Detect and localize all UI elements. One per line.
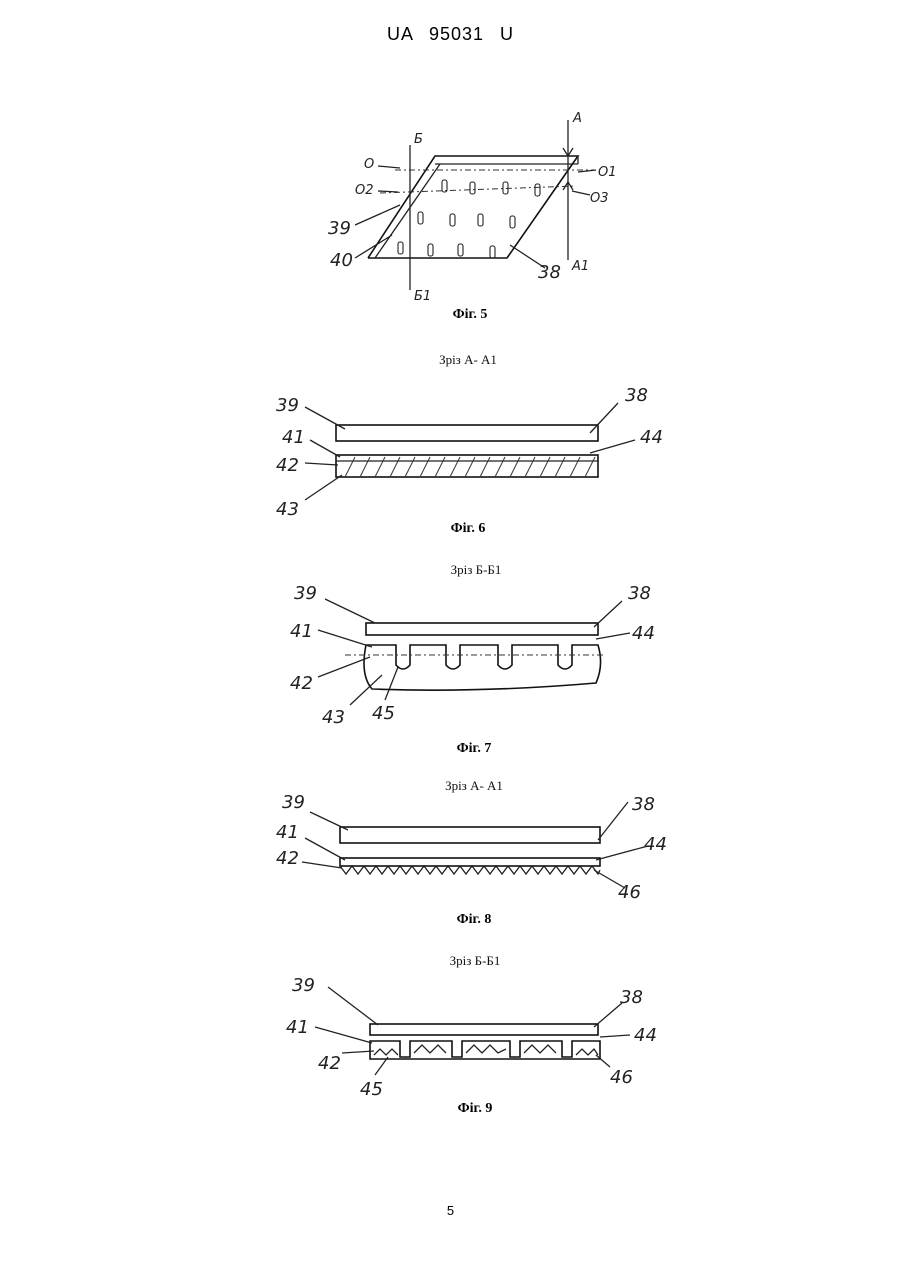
label-o3: О3	[590, 191, 609, 206]
label-41: 41	[286, 1017, 309, 1038]
label-42: 42	[276, 848, 299, 869]
label-45: 45	[372, 703, 395, 724]
label-44: 44	[640, 427, 663, 448]
figure-7: Зріз Б-Б1 39 38 41 44 42 43 45 Фіг. 7	[0, 555, 901, 765]
section-title: Зріз Б-Б1	[450, 953, 501, 968]
figure-5-drawing: Б Б1 А А1 О О1 О2 О3 39 40 38 Фіг. 5	[0, 0, 901, 330]
figure-caption: Фіг. 8	[457, 912, 492, 927]
label-39: 39	[294, 583, 317, 604]
label-o1: О1	[598, 165, 617, 180]
figure-caption: Фіг. 9	[458, 1101, 493, 1116]
label-46: 46	[618, 882, 641, 903]
label-41: 41	[282, 427, 305, 448]
label-46: 46	[610, 1067, 633, 1088]
label-b-bottom: Б1	[414, 289, 431, 304]
label-45: 45	[360, 1079, 383, 1100]
label-a-bottom: А1	[571, 259, 589, 274]
figure-9-drawing: Зріз Б-Б1 39 38 41 44 42 45 46 Фіг. 9	[0, 945, 901, 1125]
label-o: О	[364, 157, 374, 172]
label-41: 41	[290, 621, 313, 642]
page-number: 5	[0, 1203, 901, 1218]
section-title: Зріз А- А1	[445, 778, 503, 793]
figure-5: Б Б1 А А1 О О1 О2 О3 39 40 38 Фіг. 5	[0, 0, 901, 330]
label-42: 42	[318, 1053, 341, 1074]
figure-6: Зріз А- А1 39 38 41 44 42 43 Фіг. 6	[0, 345, 901, 545]
label-44: 44	[632, 623, 655, 644]
figure-9: Зріз Б-Б1 39 38 41 44 42 45 46 Фіг. 9	[0, 945, 901, 1125]
label-40: 40	[330, 250, 353, 271]
label-42: 42	[276, 455, 299, 476]
label-42: 42	[290, 673, 313, 694]
label-38: 38	[632, 794, 655, 815]
figure-7-drawing: Зріз Б-Б1 39 38 41 44 42 43 45 Фіг. 7	[0, 555, 901, 765]
label-44: 44	[634, 1025, 657, 1046]
label-a-top: А	[572, 111, 582, 126]
figure-caption: Фіг. 5	[453, 307, 488, 322]
label-39: 39	[276, 395, 299, 416]
figure-8-drawing: Зріз А- А1 39 38 41 44 42 46 Фіг. 8	[0, 770, 901, 930]
figure-6-drawing: Зріз А- А1 39 38 41 44 42 43 Фіг. 6	[0, 345, 901, 545]
label-39: 39	[292, 975, 315, 996]
label-b-top: Б	[414, 132, 423, 147]
label-39: 39	[328, 218, 351, 239]
label-38: 38	[538, 262, 561, 283]
label-44: 44	[644, 834, 667, 855]
label-43: 43	[322, 707, 345, 728]
label-38: 38	[620, 987, 643, 1008]
label-o2: О2	[355, 183, 374, 198]
figure-8: Зріз А- А1 39 38 41 44 42 46 Фіг. 8	[0, 770, 901, 930]
label-38: 38	[628, 583, 651, 604]
figure-caption: Фіг. 6	[451, 521, 486, 536]
label-41: 41	[276, 822, 299, 843]
label-43: 43	[276, 499, 299, 520]
label-39: 39	[282, 792, 305, 813]
figure-caption: Фіг. 7	[457, 741, 492, 756]
label-38: 38	[625, 385, 648, 406]
section-title: Зріз Б-Б1	[451, 562, 502, 577]
section-title: Зріз А- А1	[439, 352, 497, 367]
